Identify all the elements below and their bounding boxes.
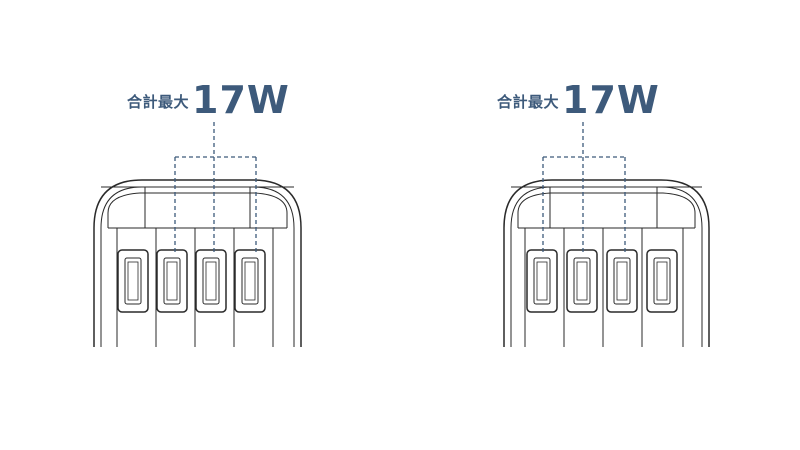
total-max-prefix: 合計最大 xyxy=(497,93,560,111)
hub-diagram-left: 合計最大17W xyxy=(93,78,302,347)
total-max-label: 合計最大17W xyxy=(497,78,660,122)
total-max-value: 17W xyxy=(562,78,660,122)
hub-outer-outline xyxy=(503,179,710,347)
port-connector-bracket xyxy=(542,122,626,255)
usb-port-3 xyxy=(195,249,227,313)
total-max-prefix: 合計最大 xyxy=(127,93,190,111)
usb-port-1 xyxy=(117,249,149,313)
hub-drawing-right xyxy=(503,122,710,347)
usb-port-1 xyxy=(526,249,558,313)
usb-port-4 xyxy=(234,249,266,313)
usb-port-4 xyxy=(646,249,678,313)
usb-port-2 xyxy=(566,249,598,313)
hub-outer-outline xyxy=(93,179,302,347)
hub-drawing-left xyxy=(93,122,302,347)
usb-port-2 xyxy=(156,249,188,313)
port-connector-bracket xyxy=(174,122,257,255)
usb-port-3 xyxy=(606,249,638,313)
total-max-value: 17W xyxy=(192,78,290,122)
total-max-label: 合計最大17W xyxy=(127,78,290,122)
hub-top-panel xyxy=(517,192,696,228)
hub-top-panel xyxy=(107,192,288,228)
hub-diagram-right: 合計最大17W xyxy=(400,0,800,450)
